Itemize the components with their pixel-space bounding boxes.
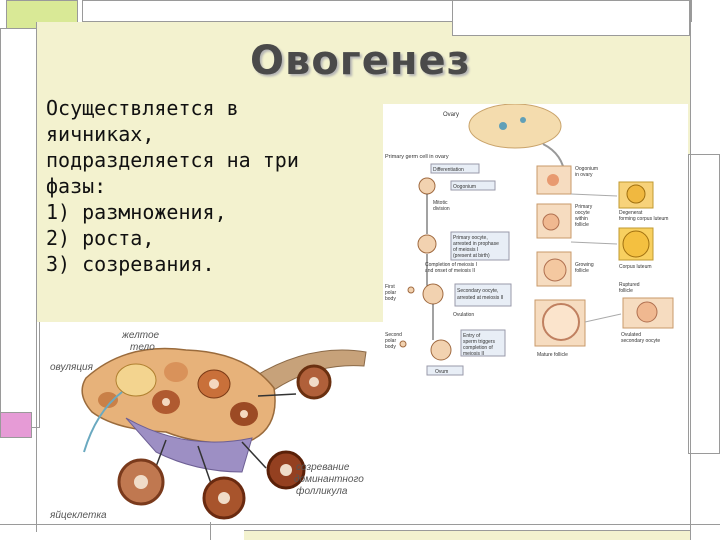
slide-body: Осуществляется в яичниках, подразделяетс…: [46, 95, 366, 277]
label-primary-oocyte-4: (present at birth): [453, 253, 490, 259]
label-corpus-luteum-1: желтое: [121, 330, 160, 341]
body-line: подразделяется на три: [46, 148, 299, 172]
body-line: 3) созревания.: [46, 252, 215, 276]
body-line: яичниках,: [46, 122, 155, 146]
label-dominant-3: фолликула: [296, 485, 348, 497]
frame-line-left: [36, 22, 37, 532]
label-primary-follicle-2: oocyte: [575, 210, 590, 216]
label-corpus-luteum: Corpus luteum: [619, 264, 652, 270]
label-completion-2: and onset of meiosis II: [425, 268, 475, 274]
label-first-polar-2: polar: [385, 290, 396, 296]
accent-box-top-right: [452, 0, 690, 36]
label-first-polar-1: First: [385, 284, 395, 290]
label-entry-2: sperm triggers: [463, 339, 495, 345]
label-second-polar-1: Second: [385, 332, 402, 338]
label-diff: Differentiation: [433, 167, 464, 173]
label-mitotic-1: Mitotic: [433, 200, 448, 206]
label-ovulation-flow: Ovulation: [453, 312, 474, 318]
label-ovary: Ovary: [443, 112, 459, 118]
label-entry-1: Entry of: [463, 333, 481, 339]
label-primary-follicle-1: Primary: [575, 204, 593, 210]
label-oogonium-ovary-2: in ovary: [575, 172, 593, 178]
label-mature-follicle: Mature follicle: [537, 352, 568, 358]
accent-square-pink: [0, 412, 32, 438]
label-second-polar-2: polar: [385, 338, 396, 344]
label-primary-oocyte-2: arrested in prophase: [453, 241, 499, 247]
label-oogonium: Oogonium: [453, 184, 476, 190]
label-ovulation: овуляция: [50, 362, 94, 373]
accent-box-right: [688, 154, 720, 454]
label-secondary-1: Secondary oocyte,: [457, 288, 498, 294]
label-ruptured-2: follicle: [619, 288, 633, 294]
label-ovulated-1: Ovulated: [621, 332, 641, 338]
label-oogonium-ovary-1: Oogonium: [575, 166, 598, 172]
ovary-illustration-svg: желтое тело овуляция созревание доминант…: [46, 322, 380, 522]
accent-box-outline: [0, 28, 40, 428]
label-ovum: яйцеклетка: [49, 510, 107, 521]
label-growing-1: Growing: [575, 262, 594, 268]
label-entry-4: meiosis II: [463, 351, 484, 357]
label-entry-3: completion of: [463, 345, 493, 351]
label-ruptured-1: Ruptured: [619, 282, 640, 288]
oogenesis-diagram: Ovary Primary germ cell in ovary Differe…: [383, 103, 688, 386]
label-dominant-2: доминантного: [294, 474, 364, 485]
label-primary-oocyte-1: Primary oocyte,: [453, 235, 488, 241]
label-primary-follicle-3: within: [575, 216, 588, 222]
label-ovulated-2: secondary oocyte: [621, 338, 660, 344]
label-pgc: Primary germ cell in ovary: [385, 154, 449, 160]
label-ovum-box: Ovum: [435, 369, 448, 375]
label-second-polar-3: body: [385, 344, 396, 350]
label-completion-1: Completion of meiosis I: [425, 262, 477, 268]
ovary-illustration: желтое тело овуляция созревание доминант…: [46, 322, 380, 522]
body-line: Осуществляется в: [46, 96, 239, 120]
label-degen-2: forming corpus luteum: [619, 216, 668, 222]
label-primary-oocyte-3: of meiosis I: [453, 247, 478, 253]
frame-line-bottom: [0, 524, 720, 525]
label-dominant-1: созревание: [296, 462, 350, 473]
slide-title: Овогенез: [250, 38, 471, 84]
frame-line-right: [690, 0, 691, 540]
frame-line-tick: [210, 518, 211, 540]
label-degen-1: Degenerat: [619, 210, 643, 216]
label-first-polar-3: body: [385, 296, 396, 302]
oogenesis-diagram-svg: Ovary Primary germ cell in ovary Differe…: [383, 103, 688, 386]
body-line: фазы:: [46, 174, 107, 198]
body-line: 1) размножения,: [46, 200, 227, 224]
accent-strip-bottom: [244, 530, 690, 540]
label-corpus-luteum-2: тело: [130, 342, 155, 353]
label-growing-2: follicle: [575, 268, 589, 274]
label-mitotic-2: division: [433, 206, 450, 212]
label-secondary-2: arrested at meiosis II: [457, 295, 503, 301]
label-primary-follicle-4: follicle: [575, 222, 589, 228]
body-line: 2) роста,: [46, 226, 155, 250]
